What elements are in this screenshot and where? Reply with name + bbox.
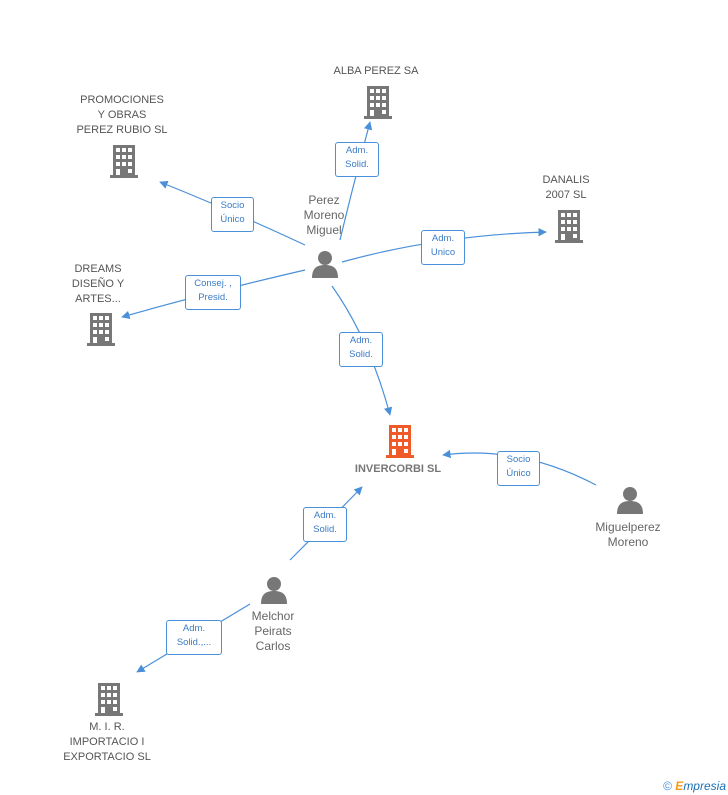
edge-label-line: Adm.	[182, 623, 206, 634]
footer-brand[interactable]: © Empresia	[663, 779, 726, 793]
edge-label-to-alba[interactable]: Adm. Solid.	[335, 142, 379, 177]
edge-label-line: Adm.	[349, 335, 373, 346]
edge-label-melchor-to-mir[interactable]: Adm. Solid.,...	[166, 620, 222, 655]
perez-person-icon[interactable]	[312, 251, 338, 278]
label-line: Y OBRAS	[97, 109, 147, 121]
label-line: Melchor	[251, 609, 295, 623]
dreams-building-icon[interactable]	[87, 313, 115, 346]
edge-label-line: Solid.,...	[176, 637, 212, 648]
edge-label-miguelperez-to-center[interactable]: Socio Único	[497, 451, 540, 486]
edge-label-line: Adm.	[431, 233, 455, 244]
edge-label-line: Solid.	[313, 524, 337, 535]
label-line: IMPORTACIO I	[69, 736, 145, 748]
label-line: PEREZ RUBIO SL	[76, 124, 168, 136]
label-line: DREAMS	[74, 263, 122, 275]
miguelperez-person-icon[interactable]	[617, 487, 643, 514]
label-line: Miguel	[306, 223, 342, 237]
edge-label-line: Único	[506, 468, 531, 479]
melchor-person-icon[interactable]	[261, 577, 287, 604]
label-line: Moreno	[607, 535, 649, 549]
edge-label-perez-to-center[interactable]: Adm. Solid.	[339, 332, 383, 367]
label-line: Peirats	[254, 624, 292, 638]
label-line: 2007 SL	[545, 189, 587, 201]
label-line: M. I. R.	[89, 721, 125, 733]
label-line: PROMOCIONES	[80, 94, 164, 106]
label-line: ARTES...	[75, 293, 121, 305]
edge-label-line: Solid.	[345, 159, 369, 170]
edge-label-line: Adm.	[313, 510, 337, 521]
edge-label-line: Socio	[506, 454, 531, 465]
company-label-mir[interactable]: M. I. R. IMPORTACIO I EXPORTACIO SL	[47, 720, 167, 765]
edge-label-line: Solid.	[349, 349, 373, 360]
edge-label-line: Unico	[430, 247, 456, 258]
edge-label-line: Consej. ,	[194, 278, 232, 289]
edge-label-line: Presid.	[198, 292, 228, 303]
edge-label-line: Adm.	[345, 145, 369, 156]
danalis-building-icon[interactable]	[555, 210, 583, 243]
alba-building-icon[interactable]	[364, 86, 392, 119]
company-label-promociones[interactable]: PROMOCIONES Y OBRAS PEREZ RUBIO SL	[62, 93, 182, 138]
brand-initial: E	[675, 779, 684, 793]
label-line: Miguelperez	[595, 520, 661, 534]
label-line: INVERCORBI SL	[354, 463, 442, 475]
label-line: Perez	[308, 193, 340, 207]
company-label-alba[interactable]: ALBA PEREZ SA	[316, 64, 436, 79]
person-label-melchor[interactable]: Melchor Peirats Carlos	[233, 609, 313, 654]
person-label-perez[interactable]: Perez Moreno Miguel	[284, 193, 364, 238]
person-label-miguelperez[interactable]: Miguelperez Moreno	[578, 520, 678, 550]
label-line: Moreno	[303, 208, 345, 222]
center-building-icon[interactable]	[386, 425, 414, 458]
center-company-label[interactable]: INVERCORBI SL	[338, 462, 458, 477]
edge-label-line: Socio	[220, 200, 245, 211]
edge-perez-alba	[339, 121, 373, 241]
company-label-danalis[interactable]: DANALIS 2007 SL	[516, 173, 616, 203]
label-line: DANALIS	[542, 174, 590, 186]
label-line: DISEÑO Y	[71, 278, 125, 290]
label-line: EXPORTACIO SL	[63, 751, 151, 763]
company-label-dreams[interactable]: DREAMS DISEÑO Y ARTES...	[48, 262, 148, 307]
edge-label-melchor-to-center[interactable]: Adm. Solid.	[303, 507, 347, 542]
copyright-icon: ©	[663, 779, 672, 793]
mir-building-icon[interactable]	[95, 683, 123, 716]
edge-label-to-danalis[interactable]: Adm. Unico	[421, 230, 465, 265]
edge-label-to-promociones[interactable]: Socio Único	[211, 197, 254, 232]
label-line: Carlos	[255, 639, 291, 653]
label-line: ALBA PEREZ SA	[333, 65, 419, 77]
edge-label-line: Único	[220, 214, 245, 225]
promociones-building-icon[interactable]	[110, 145, 138, 178]
edge-label-to-dreams[interactable]: Consej. , Presid.	[185, 275, 241, 310]
brand-name: mpresia	[683, 779, 726, 793]
